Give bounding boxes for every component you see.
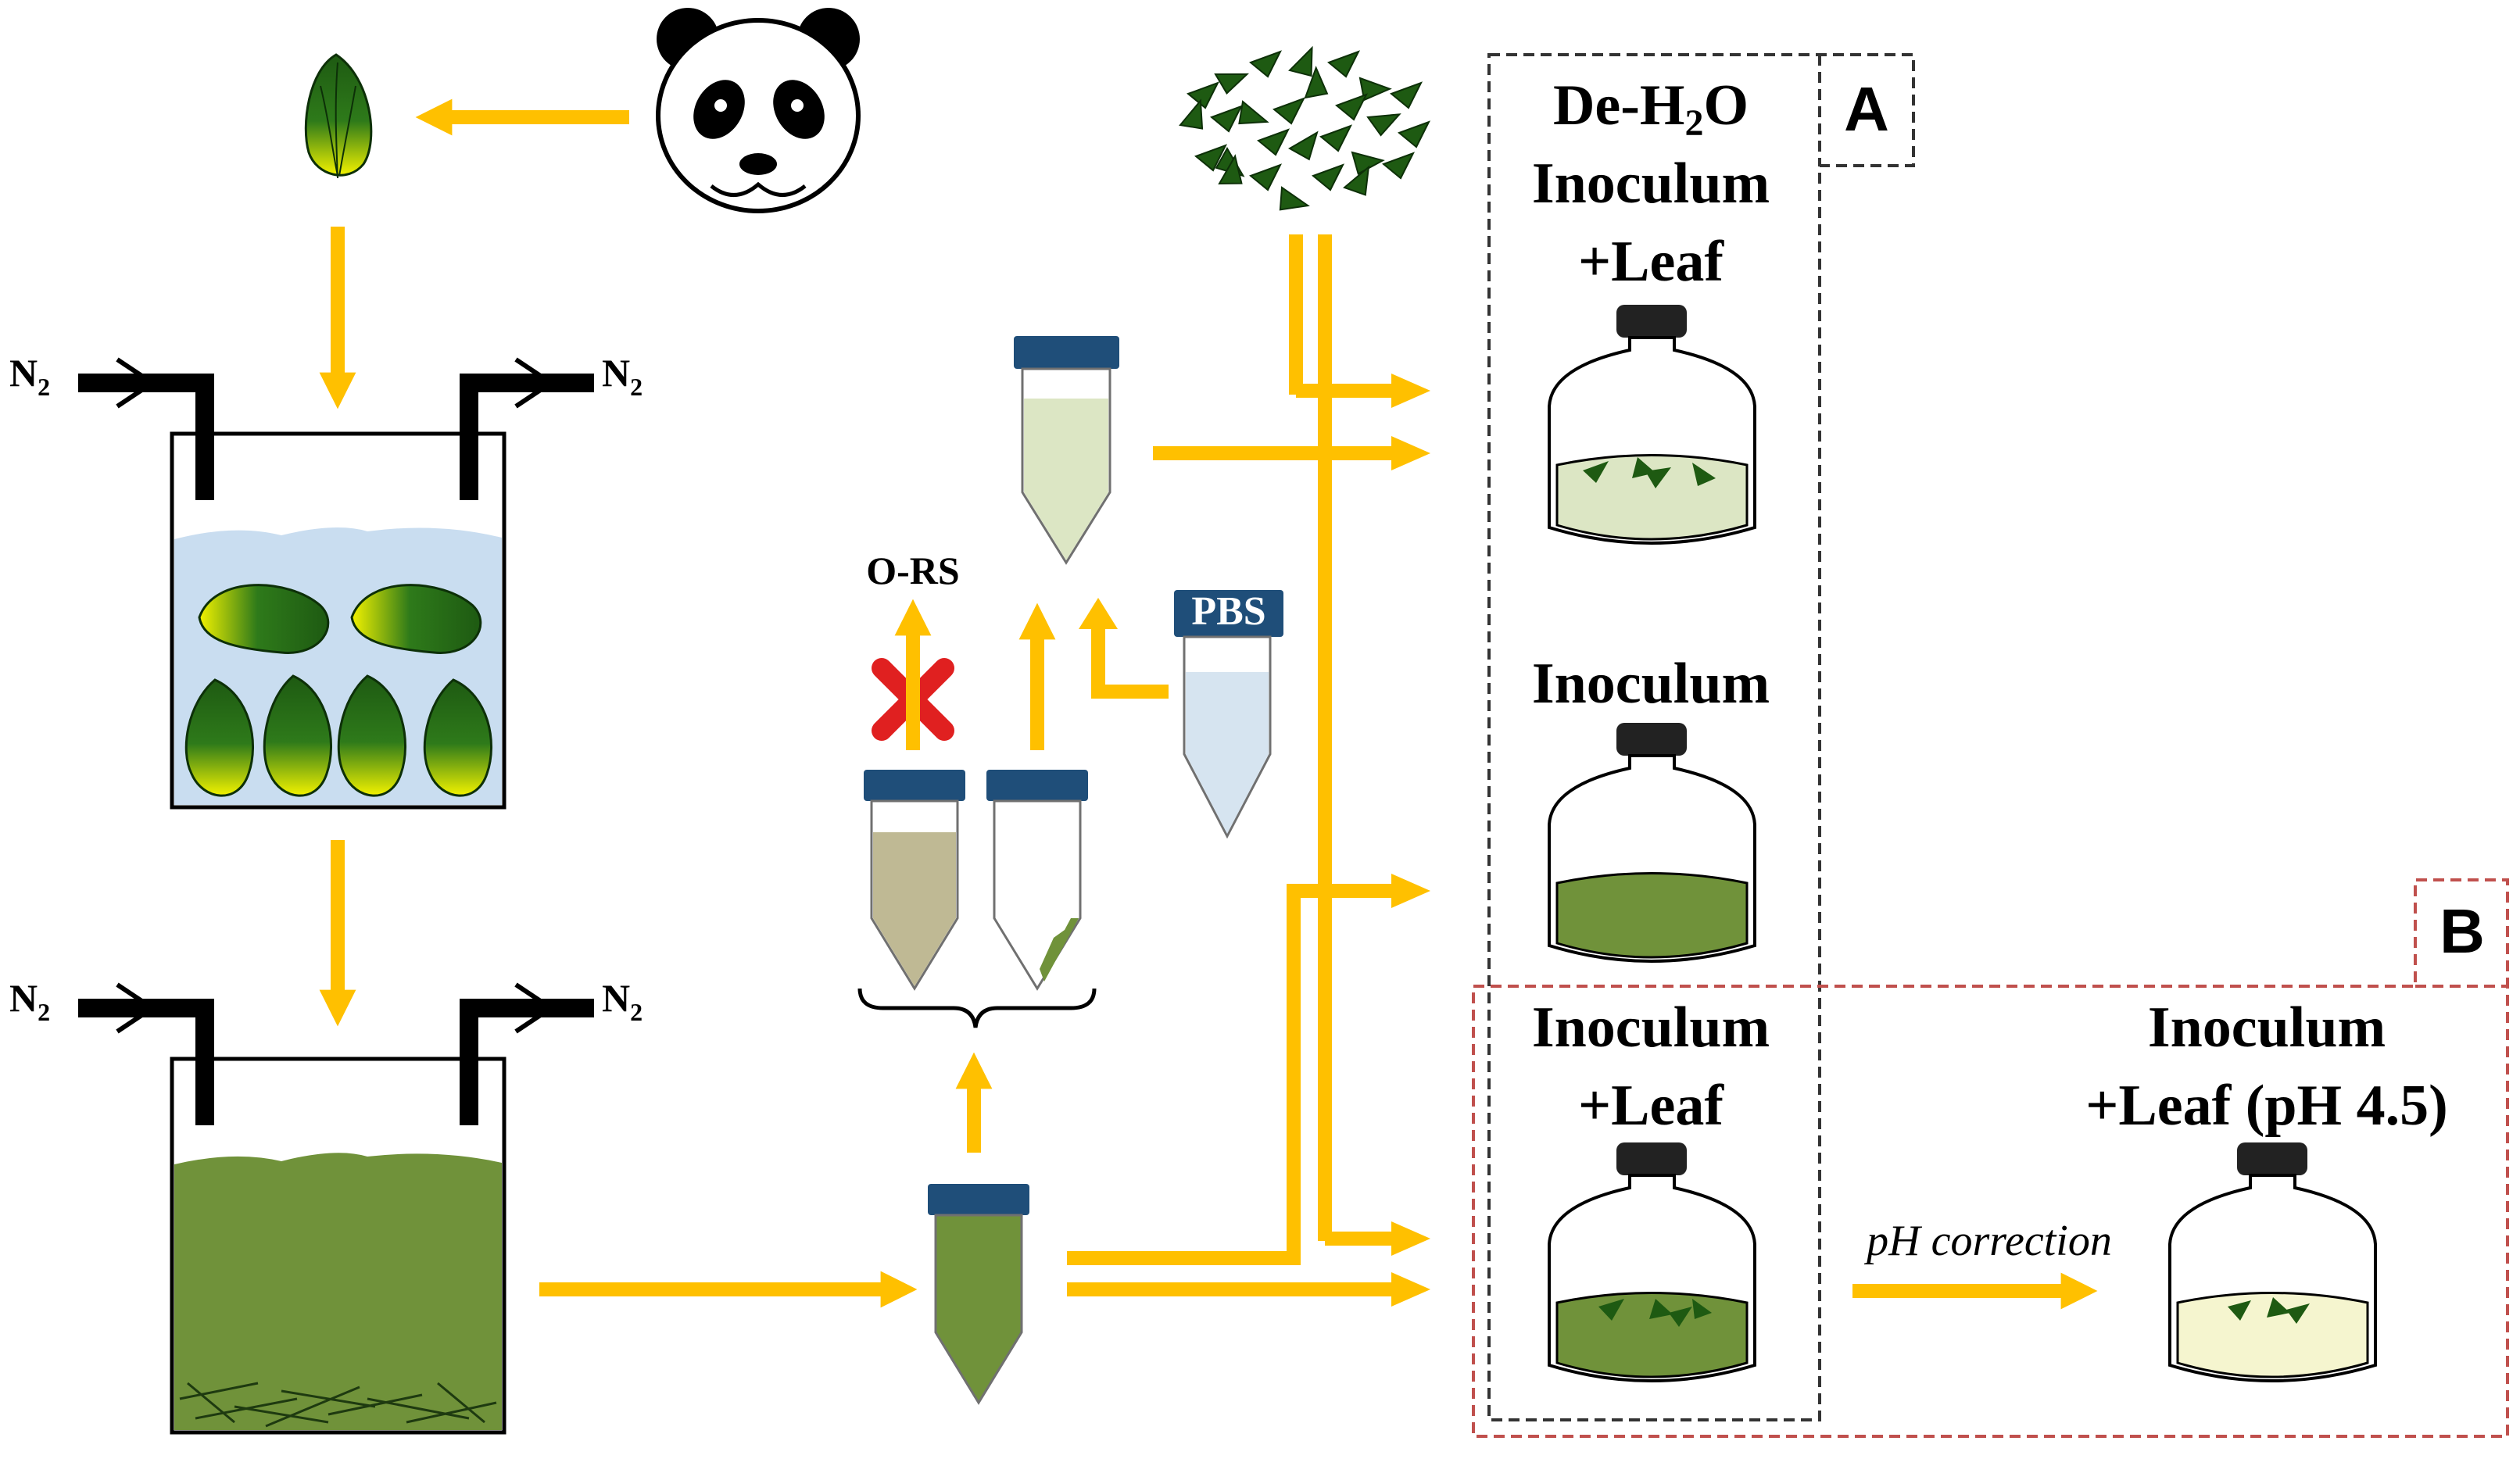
falcon-tube-icon (986, 770, 1088, 991)
box-a-title-line3: +Leaf (1577, 230, 1724, 294)
box-a-title-line2: Inoculum (1531, 152, 1770, 216)
pbs-label: PBS (1191, 589, 1266, 634)
falcon-tube-icon (1014, 336, 1119, 565)
ors-label: O-RS (866, 549, 960, 592)
falcon-tube-icon (1174, 590, 1283, 839)
reactor-vessel-icon (78, 982, 594, 1435)
serum-bottle-icon (1548, 1142, 1756, 1382)
bottle-inoculum-leaf-line1: Inoculum (1531, 996, 1770, 1060)
serum-bottle-icon (2168, 1142, 2377, 1382)
box-b-letter: B (2439, 896, 2485, 966)
bottle-ph-line1: Inoculum (2147, 996, 2386, 1060)
group-box-b (1472, 878, 2509, 1438)
bamboo-leaf-icon (304, 53, 373, 179)
falcon-tube-icon (928, 1184, 1029, 1405)
reactor-vessel-icon (78, 357, 594, 810)
n2-outlet-label: N2 (602, 351, 643, 401)
bottle-inoculum-leaf-line2: +Leaf (1577, 1074, 1724, 1138)
ph-correction-label: pH correction (1867, 1217, 2112, 1265)
bamboo-leaf-icon (184, 584, 492, 797)
n2-outlet-label: N2 (602, 976, 643, 1026)
chopped-leaves-icon (1174, 47, 1430, 221)
bottle-ph-line2: +Leaf (pH 4.5) (2085, 1074, 2448, 1138)
serum-bottle-icon (1548, 305, 1756, 545)
bottle-inoculum-label: Inoculum (1531, 652, 1770, 716)
group-box-a (1487, 53, 1915, 1421)
n2-inlet-label: N2 (9, 976, 51, 1026)
falcon-tube-icon (864, 770, 965, 991)
panda-icon (656, 8, 861, 213)
serum-bottle-icon (1548, 723, 1756, 963)
n2-inlet-label: N2 (9, 351, 51, 401)
curly-brace-icon (857, 988, 1097, 1028)
box-a-letter: A (1844, 74, 1889, 144)
box-a-title-line1: De-H2O (1552, 73, 1749, 144)
